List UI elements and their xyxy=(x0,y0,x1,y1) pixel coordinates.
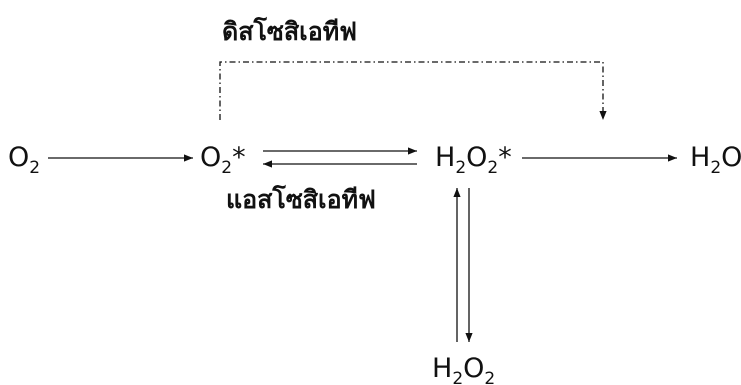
node-o2-star: O2* xyxy=(200,142,246,178)
dissociative-path-arrow xyxy=(219,61,607,120)
dissociative-label: ดิสโซสิเอทีฟ xyxy=(222,16,357,46)
node-h2o2: H2O2 xyxy=(432,353,495,385)
node-o2: O2 xyxy=(8,142,40,178)
node-h2o: H2O xyxy=(690,142,741,178)
node-h2o2-star: H2O2* xyxy=(435,142,512,178)
associative-label: แอสโซสิเอทีฟ xyxy=(226,184,376,214)
